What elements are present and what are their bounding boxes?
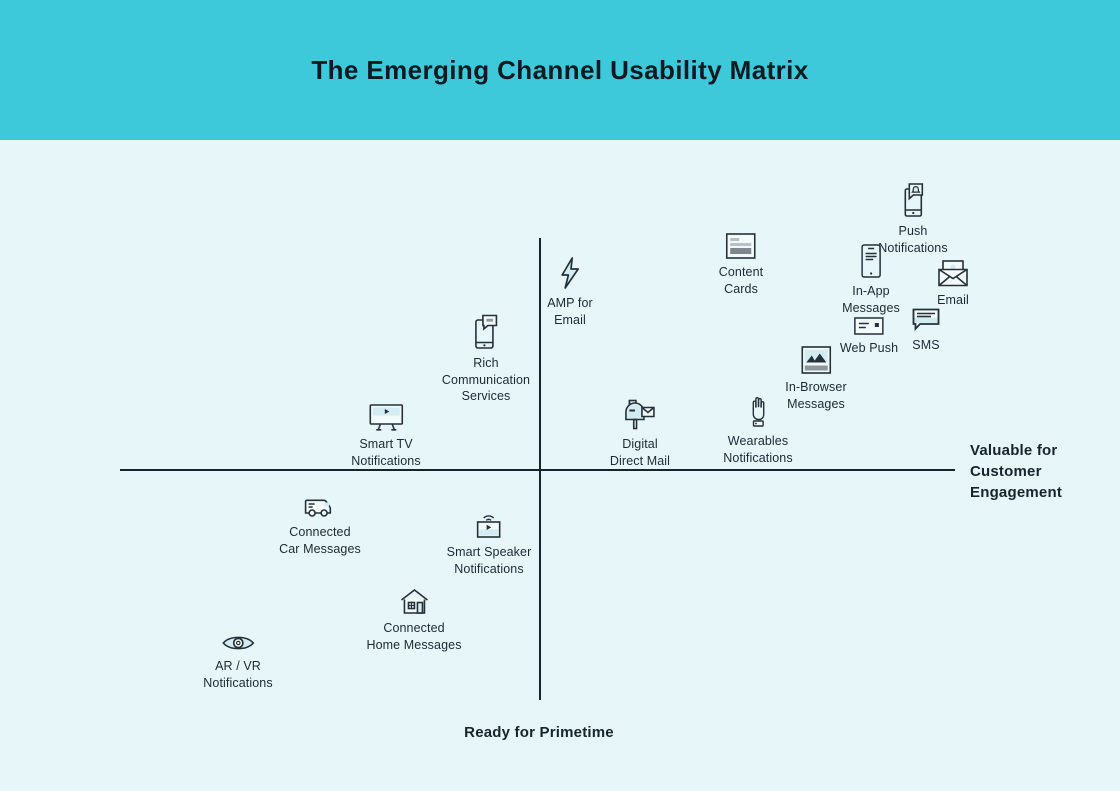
page-title: The Emerging Channel Usability Matrix	[311, 54, 809, 85]
channel-smart-tv-notifications: Smart TV Notifications	[351, 404, 421, 469]
channel-label: Wearables Notifications	[723, 434, 793, 465]
channel-rich-communication-services: Rich Communication Services	[442, 314, 530, 405]
channel-label: Digital Direct Mail	[609, 437, 671, 468]
channel-ar-vr-notifications: AR / VR Notifications	[203, 633, 273, 691]
channel-wearables-notifications: Wearables Notifications	[723, 394, 793, 466]
channel-label: In-Browser Messages	[785, 380, 847, 411]
x-axis-label: Valuable for Customer Engagement	[970, 442, 1063, 501]
rich-communication-services-icon	[474, 314, 498, 350]
channel-email: Email	[937, 259, 969, 309]
channel-label: Rich Communication Services	[441, 356, 531, 403]
smart-tv-notifications-icon	[369, 404, 403, 431]
channel-label: Connected Car Messages	[279, 525, 361, 556]
channel-digital-direct-mail: Digital Direct Mail	[610, 399, 670, 469]
channel-in-app-messages: In-App Messages	[842, 244, 900, 316]
content-cards-icon	[726, 233, 756, 259]
channel-label: AMP for Email	[547, 296, 593, 327]
push-notifications-icon	[898, 182, 928, 218]
channel-in-browser-messages: In-Browser Messages	[785, 346, 847, 412]
channel-connected-car-messages: Connected Car Messages	[279, 495, 361, 557]
web-push-icon	[854, 317, 884, 335]
channel-label: Smart Speaker Notifications	[446, 545, 532, 576]
sms-icon	[912, 308, 940, 332]
y-axis-label: Ready for Primetime	[464, 724, 614, 741]
in-app-messages-icon	[861, 244, 881, 278]
digital-direct-mail-icon	[623, 399, 657, 431]
amp-for-email-icon	[557, 256, 583, 290]
email-icon	[937, 259, 969, 287]
channel-content-cards: Content Cards	[719, 233, 763, 297]
wearables-notifications-icon	[747, 394, 769, 428]
channel-label: Content Cards	[718, 265, 764, 296]
channel-web-push: Web Push	[840, 317, 898, 357]
channel-label: SMS	[912, 338, 940, 352]
channel-label: In-App Messages	[842, 284, 900, 315]
connected-home-messages-icon	[398, 587, 430, 615]
ar-vr-notifications-icon	[221, 633, 255, 653]
smart-speaker-notifications-icon	[474, 511, 504, 539]
channel-label: Push Notifications	[878, 224, 948, 255]
in-browser-messages-icon	[801, 346, 831, 374]
channel-smart-speaker-notifications: Smart Speaker Notifications	[447, 511, 532, 577]
channel-label: Email	[937, 293, 969, 307]
channel-label: Smart TV Notifications	[351, 437, 421, 468]
channel-amp-for-email: AMP for Email	[547, 256, 593, 328]
horizontal-axis-line	[120, 469, 955, 471]
channel-label: Connected Home Messages	[366, 621, 462, 652]
channel-sms: SMS	[912, 308, 940, 354]
vertical-axis-line	[539, 238, 541, 700]
channel-label: AR / VR Notifications	[203, 659, 273, 690]
header-band: The Emerging Channel Usability Matrix	[0, 0, 1120, 140]
channel-label: Web Push	[839, 341, 899, 355]
connected-car-messages-icon	[303, 495, 337, 519]
channel-push-notifications: Push Notifications	[878, 182, 948, 256]
channel-connected-home-messages: Connected Home Messages	[366, 587, 461, 653]
